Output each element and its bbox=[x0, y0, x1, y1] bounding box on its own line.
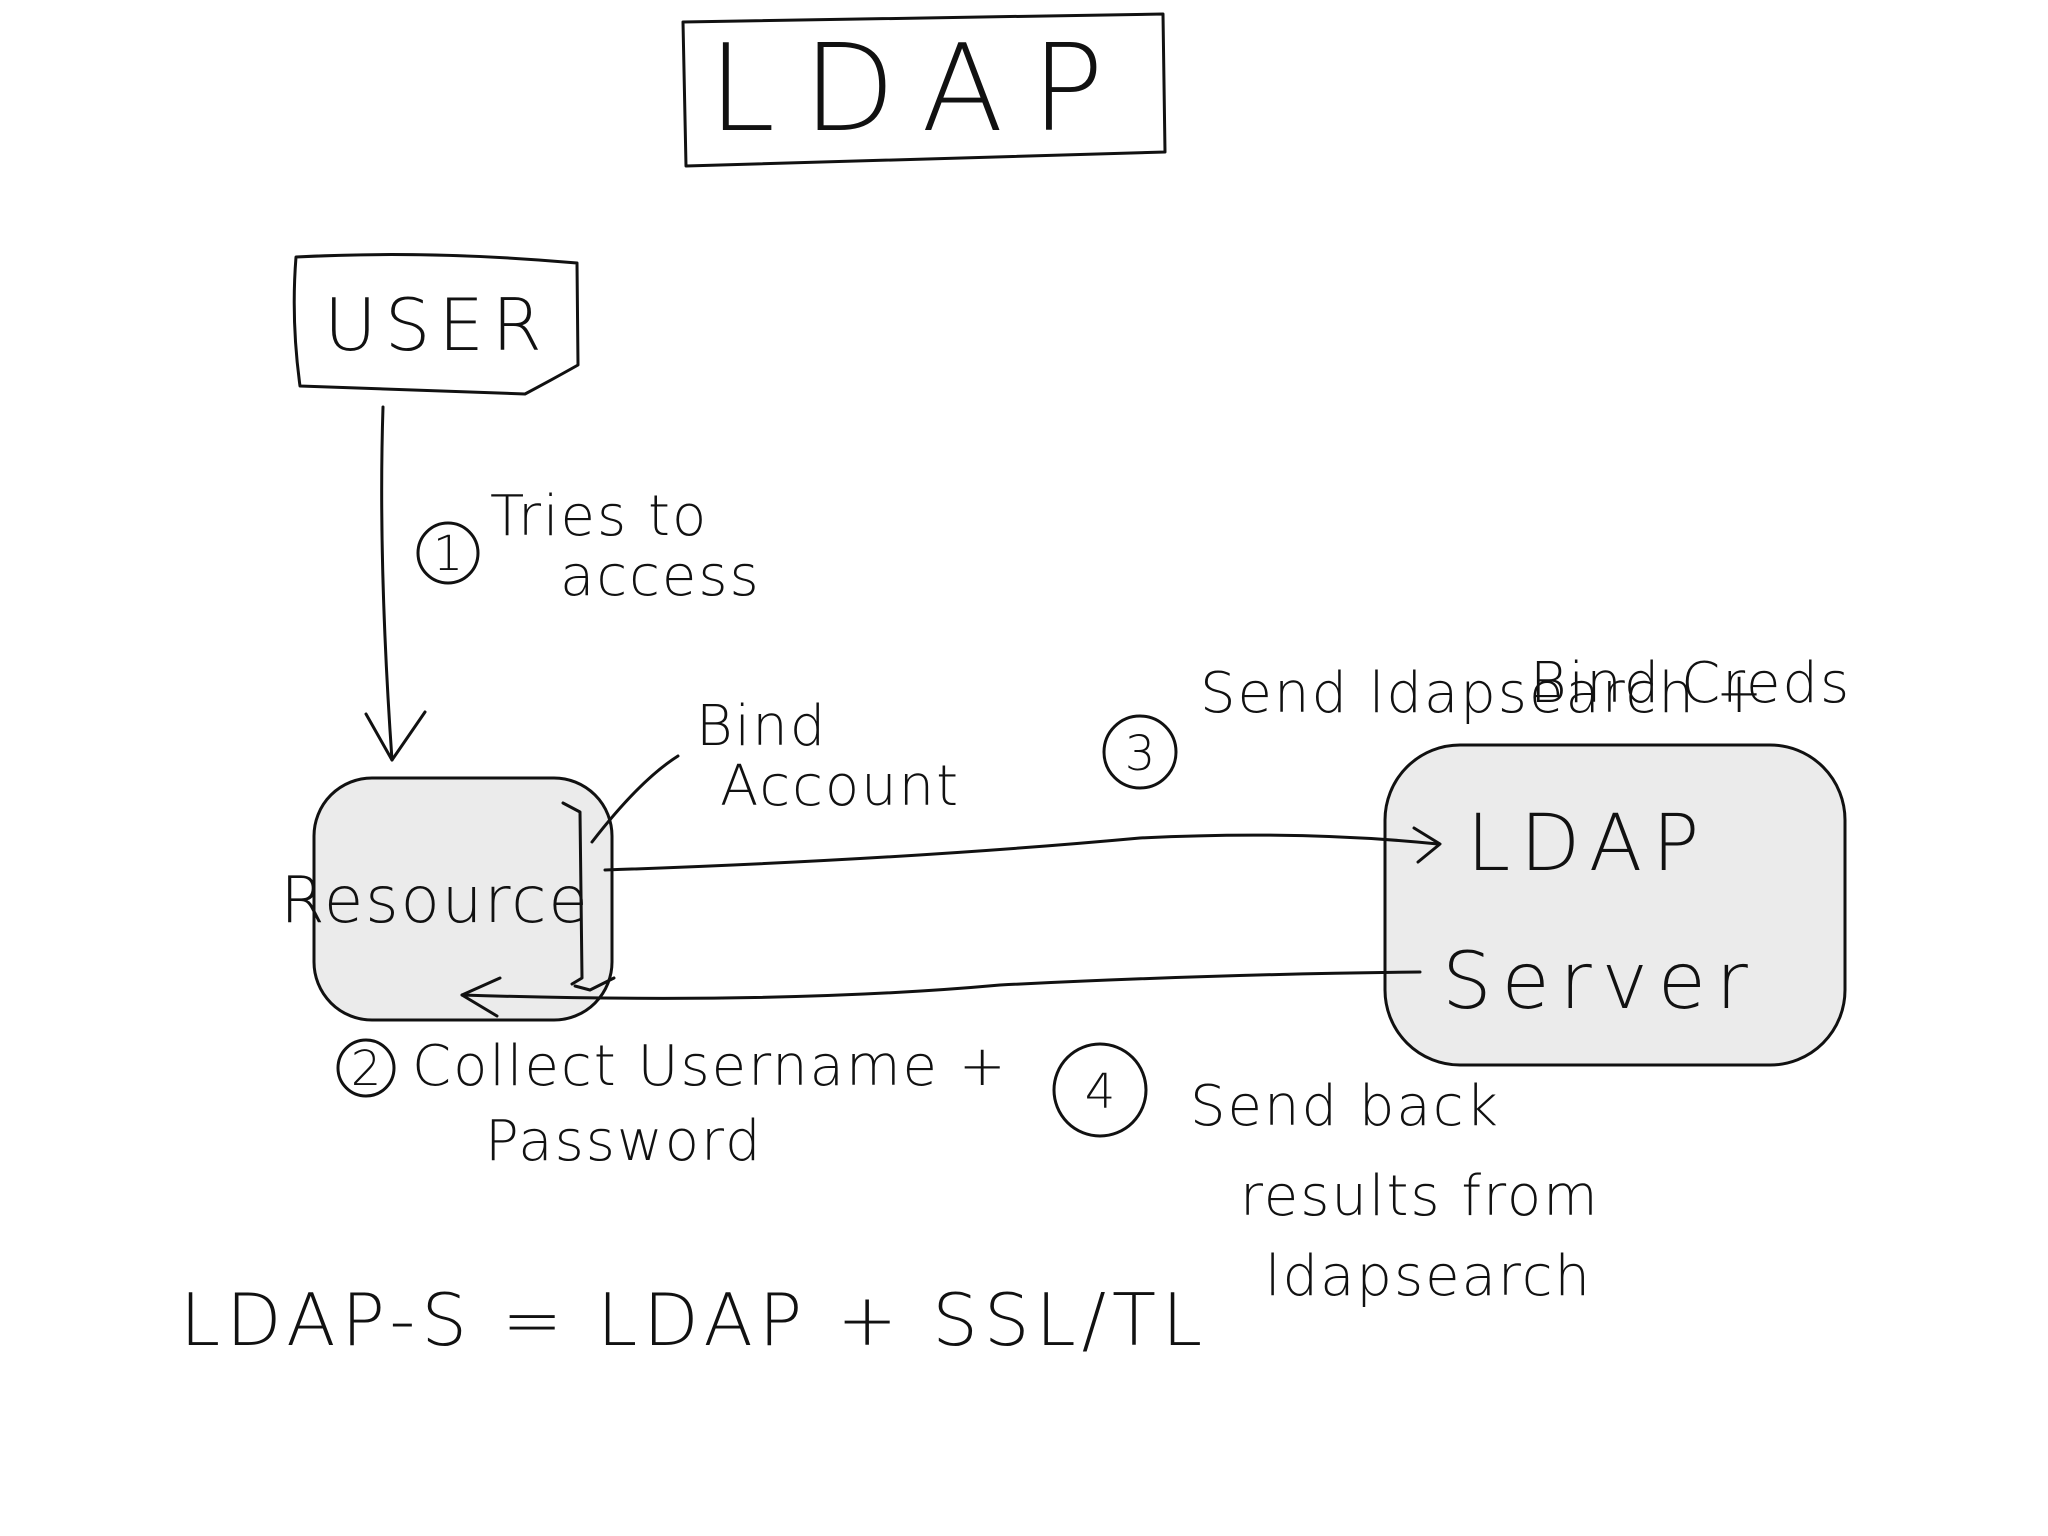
step-3-label: 3 Send ldapsearch + Bind Creds bbox=[1102, 651, 1851, 790]
bind-account-bracket bbox=[561, 801, 616, 992]
step-2-number-circle bbox=[336, 1038, 396, 1098]
step-1-number-circle bbox=[416, 521, 480, 585]
step-1-line2: access bbox=[560, 544, 761, 609]
arrow-resource-to-server bbox=[603, 826, 1442, 872]
user-box: USER bbox=[292, 253, 580, 396]
server-label-line1: LDAP bbox=[1467, 799, 1710, 889]
bind-account-line2: Account bbox=[720, 754, 960, 819]
step-2-number: 2 bbox=[351, 1041, 382, 1097]
step-1-line1: Tries to bbox=[490, 484, 708, 549]
server-label-line2: Server bbox=[1442, 937, 1758, 1027]
arrow-server-to-resource bbox=[460, 970, 1422, 1018]
step-3-line1: Send ldapsearch + bbox=[1200, 661, 1765, 726]
ldaps-footnote: LDAP-S = LDAP + SSL/TL bbox=[180, 1278, 1208, 1362]
step-4-line2: results from bbox=[1240, 1164, 1600, 1229]
step-4-line3: ldapsearch bbox=[1265, 1244, 1592, 1309]
ldap-server-node: LDAP Server bbox=[1383, 743, 1847, 1067]
resource-node: Resource bbox=[280, 776, 616, 1022]
bind-account-line1: Bind bbox=[696, 694, 827, 759]
step-1-number: 1 bbox=[433, 526, 464, 582]
step-3-number-circle bbox=[1102, 714, 1178, 790]
step-1-label: 1 Tries to access bbox=[416, 484, 761, 609]
user-label: USER bbox=[324, 283, 550, 367]
resource-label: Resource bbox=[280, 864, 590, 938]
step-4-line1: Send back bbox=[1190, 1074, 1500, 1139]
step-3-line2: Bind Creds bbox=[1530, 651, 1851, 716]
step-4-number: 4 bbox=[1085, 1064, 1116, 1120]
step-2-line1: Collect Username + bbox=[412, 1034, 1008, 1099]
step-4-label: 4 Send back results from ldapsearch bbox=[1052, 1042, 1600, 1309]
step-2-label: 2 Collect Username + Password bbox=[336, 1034, 1008, 1174]
step-2-line2: Password bbox=[485, 1109, 763, 1174]
bind-account-note: Bind Account bbox=[590, 694, 960, 844]
resource-box bbox=[312, 776, 614, 1022]
title-text: LDAP bbox=[708, 20, 1132, 159]
title-box: LDAP bbox=[681, 12, 1167, 168]
arrow-user-to-resource bbox=[364, 405, 427, 762]
ldap-server-box bbox=[1383, 743, 1847, 1067]
step-4-number-circle bbox=[1052, 1042, 1148, 1138]
step-3-number: 3 bbox=[1125, 726, 1156, 782]
